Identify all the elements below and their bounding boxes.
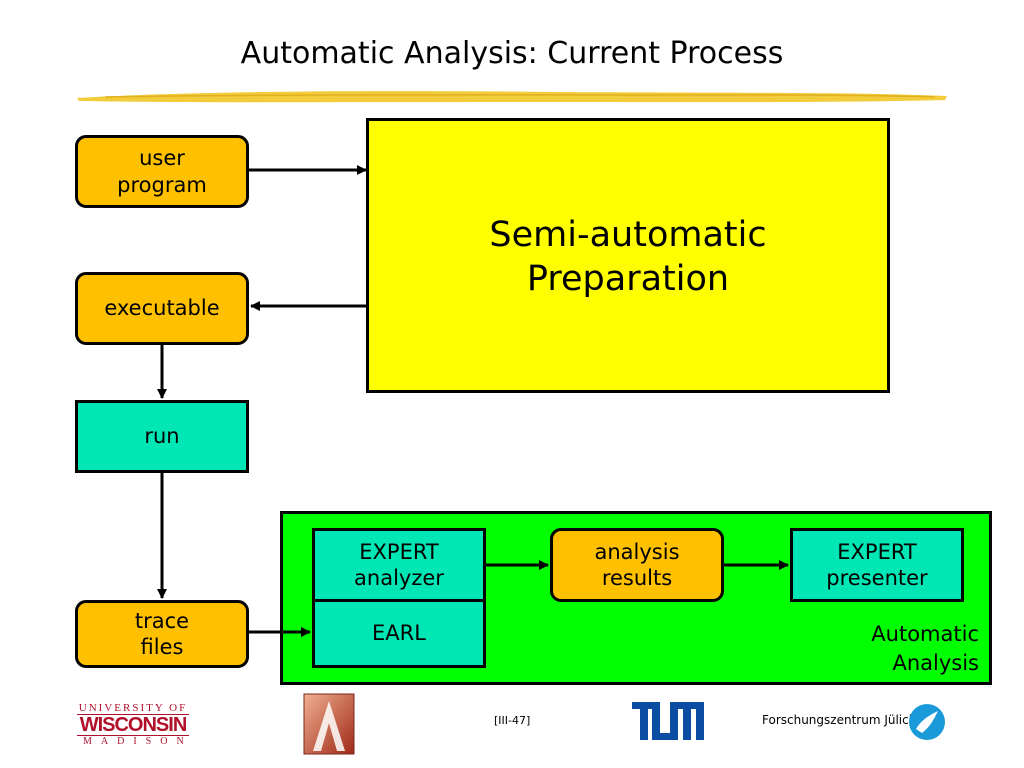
user-program-node: user program	[75, 135, 249, 208]
expert-analyzer-line1: EXPERT	[359, 539, 439, 564]
uw-logo-line1: UNIVERSITY OF	[78, 702, 188, 714]
analysis-results-node: analysis results	[550, 528, 724, 602]
earl-label: EARL	[372, 621, 426, 646]
expert-presenter-line1: EXPERT	[837, 539, 917, 564]
trace-files-line1: trace	[134, 608, 190, 633]
analysis-results-line2: results	[601, 566, 673, 590]
automatic-analysis-line1: Automatic	[871, 622, 979, 646]
uw-madison-logo: UNIVERSITY OF WISCONSIN MADISON	[77, 702, 189, 747]
trace-files-line2: files	[140, 635, 184, 659]
executable-label: executable	[104, 296, 220, 321]
automatic-analysis-line2: Analysis	[892, 651, 979, 675]
semi-automatic-line1: Semi-automatic	[489, 215, 767, 255]
page-title: Automatic Analysis: Current Process	[240, 36, 784, 71]
page-number: [III-47]	[494, 714, 531, 727]
expert-analyzer-node: EXPERT analyzer	[312, 528, 486, 602]
user-program-line2: program	[117, 172, 207, 197]
semi-automatic-preparation-box: Semi-automatic Preparation	[366, 118, 890, 393]
expert-analyzer-line2: analyzer	[354, 566, 444, 590]
run-node: run	[75, 400, 249, 473]
fzj-label: Forschungszentrum Jülich	[762, 713, 917, 727]
run-label: run	[144, 424, 180, 449]
fzj-logo-icon	[909, 704, 945, 740]
uw-logo-line2: WISCONSIN	[77, 714, 189, 736]
apart-logo-icon	[303, 693, 355, 755]
uw-logo-line3: MADISON	[83, 736, 193, 747]
trace-files-node: trace files	[75, 600, 249, 668]
analysis-results-line1: analysis	[594, 539, 680, 564]
executable-node: executable	[75, 272, 249, 345]
expert-presenter-node: EXPERT presenter	[790, 528, 964, 602]
earl-node: EARL	[312, 599, 486, 668]
semi-automatic-line2: Preparation	[526, 259, 730, 299]
title-underline	[77, 91, 947, 103]
tum-logo-icon	[632, 702, 704, 740]
expert-presenter-line2: presenter	[826, 566, 928, 590]
user-program-line1: user	[139, 146, 185, 171]
